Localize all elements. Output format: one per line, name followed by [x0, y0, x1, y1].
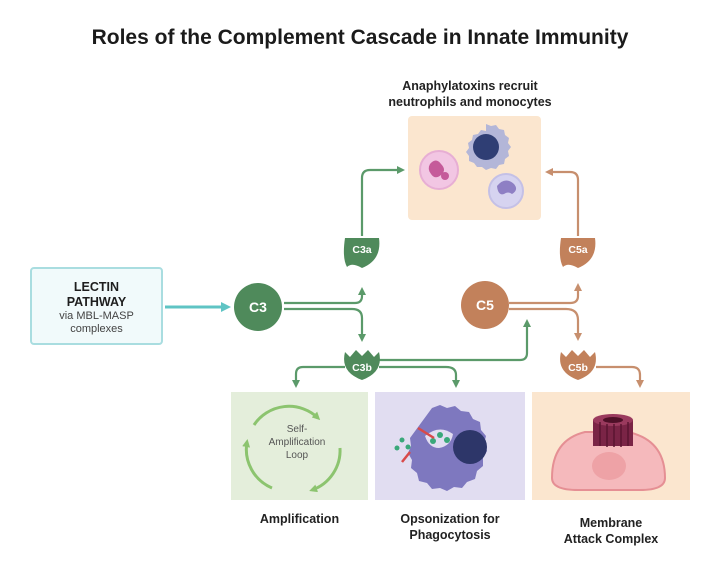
c5a-label: C5a: [568, 244, 587, 256]
mac-label: Membrane Attack Complex: [532, 515, 690, 547]
c5b-label: C5b: [568, 362, 588, 374]
amplification-label: Amplification: [259, 512, 340, 526]
opsonization-label: Opsonization for Phagocytosis: [375, 511, 525, 543]
loop-label-line1: Self-: [287, 424, 308, 435]
neutrophil-icon: [419, 150, 459, 190]
amplification-loop-icon: [242, 404, 342, 493]
c3b-label: C3b: [352, 362, 372, 374]
loop-label-line3: Loop: [286, 450, 309, 461]
c3b-node: C3b: [344, 350, 380, 380]
c3-node: [234, 283, 282, 331]
monocyte-icon: [466, 124, 511, 170]
c5-arrows: [509, 168, 644, 388]
c5b-node: C5b: [560, 350, 596, 380]
mac-label-line1: Membrane: [579, 516, 643, 530]
diagram-title: Roles of the Complement Cascade in Innat…: [91, 26, 629, 49]
opsonization-label-line2: Phagocytosis: [409, 528, 491, 542]
anaphylatoxins-label-line2: neutrophils and monocytes: [388, 95, 552, 109]
anaphylatoxins-label: Anaphylatoxins recruit neutrophils and m…: [370, 78, 570, 110]
c3-arrows: [284, 166, 531, 388]
c3-label: C3: [249, 299, 267, 315]
phagocyte-icon: [394, 405, 487, 491]
c3a-label: C3a: [352, 244, 371, 256]
opsonization-label-line1: Opsonization for: [400, 512, 500, 526]
c5-label: C5: [476, 297, 494, 313]
target-cell-icon: [550, 431, 667, 491]
c5-node: [461, 281, 509, 329]
c5a-node: C5a: [559, 238, 596, 268]
c3a-node: C3a: [343, 238, 380, 268]
lectin-pathway-box: LECTIN PATHWAY via MBL-MASP complexes: [30, 267, 163, 345]
lectin-sub-line2: complexes: [70, 323, 123, 335]
mac-label-line2: Attack Complex: [563, 532, 659, 546]
lectin-title-line2: PATHWAY: [66, 295, 127, 309]
amplification-panel: [231, 392, 368, 500]
membrane-attack-complex-icon: [593, 414, 633, 447]
anaphylatoxins-label-line1: Anaphylatoxins recruit: [402, 79, 538, 93]
monocyte-2-icon: [488, 173, 524, 209]
lectin-sub-line1: via MBL-MASP: [59, 310, 134, 322]
lectin-title-line1: LECTIN: [73, 280, 120, 294]
loop-label-line2: Amplification: [269, 437, 326, 448]
